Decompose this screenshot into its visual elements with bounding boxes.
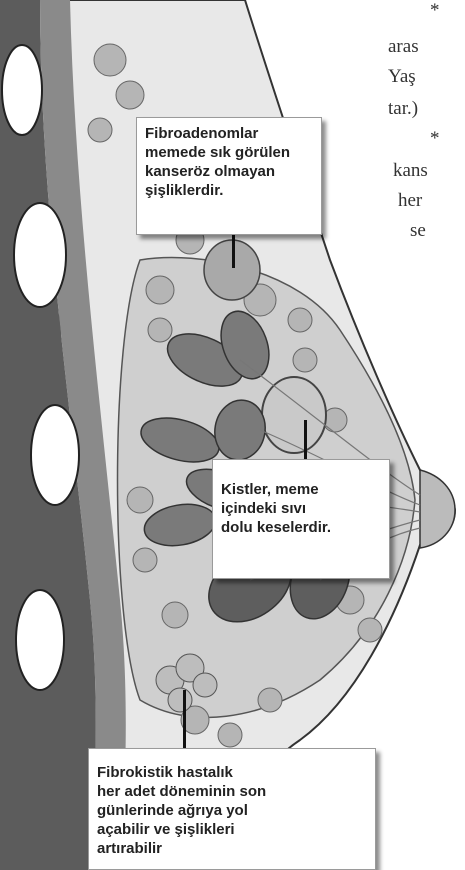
rib xyxy=(16,590,64,690)
side-text-fragment: se xyxy=(410,220,426,242)
side-text-fragment: * xyxy=(430,128,440,150)
fibrocystic-pointer xyxy=(183,690,186,750)
callout-line: memede sık görülen xyxy=(145,143,313,162)
rib xyxy=(14,203,66,307)
cysts-pointer xyxy=(304,420,307,460)
side-text-fragment: aras xyxy=(388,36,419,58)
rib xyxy=(2,45,42,135)
side-text-fragment: * xyxy=(430,0,440,22)
side-text-fragment: her xyxy=(398,190,422,212)
callout-line: günlerinde ağrıya yol xyxy=(97,801,367,820)
callout-line: Kistler, meme xyxy=(221,480,381,499)
callout-line: Fibrokistik hastalık xyxy=(97,763,367,782)
side-text-fragment: tar.) xyxy=(388,98,418,120)
fibrocystic-callout: Fibrokistik hastalık her adet döneminin … xyxy=(88,748,376,870)
callout-line: artırabilir xyxy=(97,839,367,858)
side-text-fragment: Yaş xyxy=(388,66,416,88)
callout-line: her adet döneminin son xyxy=(97,782,367,801)
callout-line: kanseröz olmayan xyxy=(145,162,313,181)
side-text-fragment: kans xyxy=(393,160,428,182)
nipple xyxy=(420,470,455,548)
callout-line: Fibroadenomlar xyxy=(145,124,313,143)
callout-line: dolu keselerdir. xyxy=(221,518,381,537)
cysts-callout: Kistler, meme içindeki sıvı dolu keseler… xyxy=(212,459,390,579)
callout-line: şişliklerdir. xyxy=(145,181,313,200)
fibroadenoma-callout: Fibroadenomlar memede sık görülen kanser… xyxy=(136,117,322,235)
rib xyxy=(31,405,79,505)
cyst xyxy=(262,377,326,453)
callout-line: içindeki sıvı xyxy=(221,499,381,518)
callout-line: açabilir ve şişlikleri xyxy=(97,820,367,839)
